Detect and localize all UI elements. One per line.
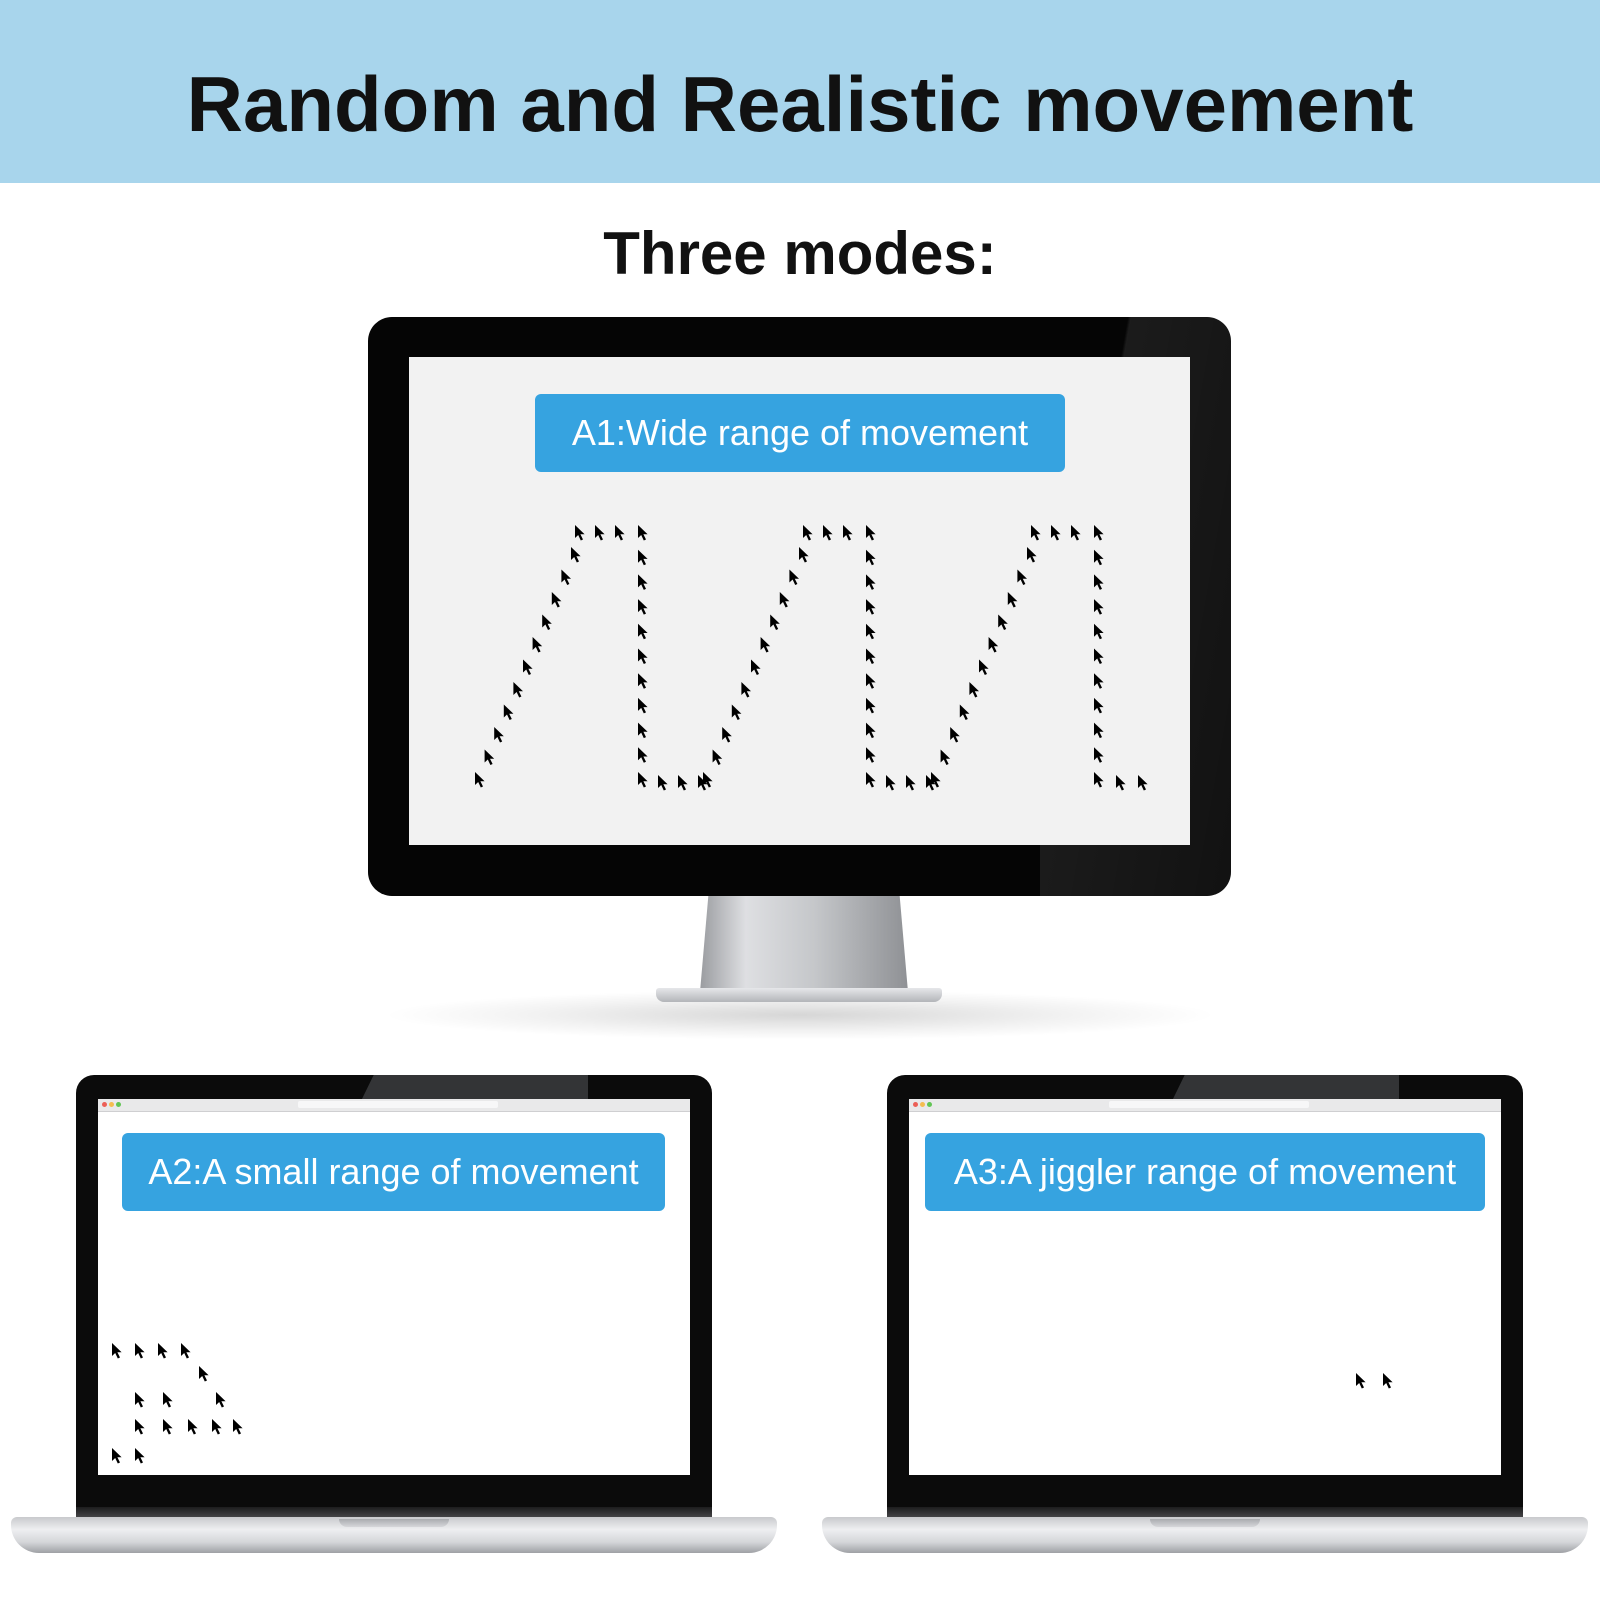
laptop-a2-hinge [76,1507,712,1519]
laptop-a3-notch [1150,1519,1260,1527]
laptop-a3-glare [1171,1075,1399,1103]
browser-address-bar [298,1101,498,1108]
minimize-dot-icon [920,1102,925,1107]
close-dot-icon [913,1102,918,1107]
browser-address-bar [1109,1101,1309,1108]
close-dot-icon [102,1102,107,1107]
maximize-dot-icon [927,1102,932,1107]
browser-toolbar [98,1099,690,1112]
header-banner: Random and Realistic movement [0,0,1600,183]
monitor-stand-foot [656,988,942,1002]
minimize-dot-icon [109,1102,114,1107]
mode-a1-label: A1:Wide range of movement [535,394,1065,472]
mode-a3-label: A3:A jiggler range of movement [925,1133,1485,1211]
monitor-stand-neck [700,896,908,992]
section-subtitle: Three modes: [603,220,997,287]
laptop-a2-notch [339,1519,449,1527]
page-title: Random and Realistic movement [186,60,1414,148]
laptop-a2-glare [360,1075,588,1103]
browser-toolbar [909,1099,1501,1112]
laptop-a3-hinge [887,1507,1523,1519]
mode-a2-label: A2:A small range of movement [122,1133,665,1211]
maximize-dot-icon [116,1102,121,1107]
